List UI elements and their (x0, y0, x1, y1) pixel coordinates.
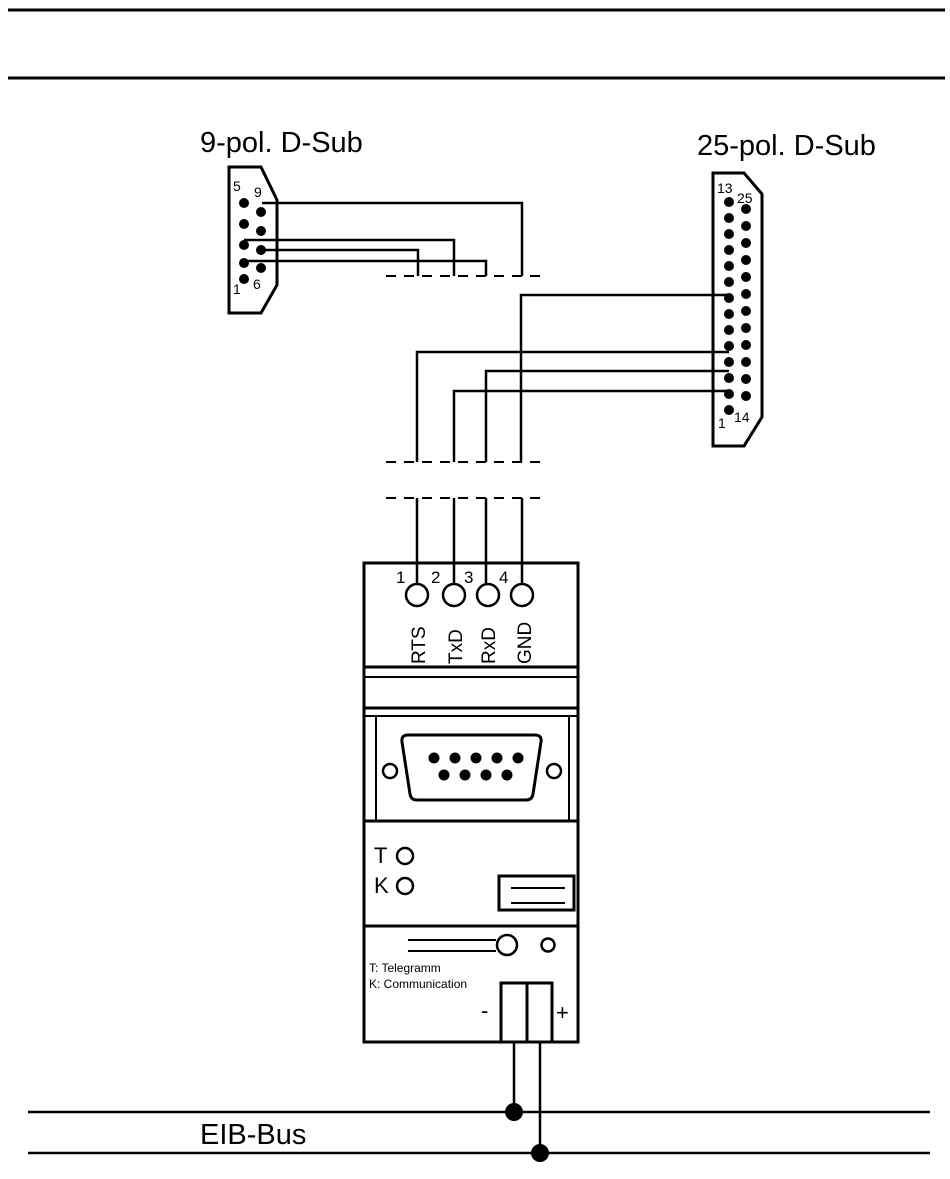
terminal-screw-2 (443, 584, 465, 606)
prog-led-icon (542, 939, 555, 952)
dsub9-pin-5: 5 (233, 178, 241, 194)
signal-rxd: RxD (479, 627, 500, 664)
dsub25-wires (417, 295, 729, 462)
legend-communication: K: Communication (369, 977, 467, 991)
dsub9-wires (244, 203, 522, 276)
bus-minus-label: - (481, 998, 488, 1023)
bus-plus-label: + (556, 1000, 569, 1025)
led-k-icon (397, 878, 413, 894)
terminal-number-4: 4 (499, 568, 508, 587)
dsub25-pin-25: 25 (737, 190, 753, 206)
bus-terminal (501, 983, 552, 1042)
dsub25-title: 25-pol. D-Sub (697, 130, 876, 162)
module-dsub9-socket (383, 735, 561, 800)
led-t-icon (397, 848, 413, 864)
dsub9-title: 9-pol. D-Sub (200, 127, 363, 159)
terminal-screws (406, 584, 533, 606)
led-t-label: T (374, 843, 387, 868)
bus-junction-upper (505, 1103, 523, 1121)
prog-key-icon (408, 935, 517, 955)
dsub25-pin-14: 14 (734, 409, 750, 425)
dsub9-pin-9: 9 (254, 184, 262, 200)
programming-button[interactable] (499, 876, 574, 910)
terminal-screw-3 (477, 584, 499, 606)
bus-junction-lower (531, 1144, 549, 1162)
dsub25-pin-13: 13 (717, 180, 733, 196)
terminal-number-2: 2 (431, 568, 440, 587)
signal-txd: TxD (446, 629, 467, 664)
dsub25-pin-1: 1 (718, 415, 726, 431)
terminal-number-1: 1 (396, 568, 405, 587)
led-k-label: K (374, 873, 389, 898)
terminal-number-3: 3 (464, 568, 473, 587)
terminal-screw-1 (406, 584, 428, 606)
dsub9-pin-1: 1 (233, 281, 241, 297)
bus-label: EIB-Bus (200, 1119, 306, 1151)
terminal-screw-4 (511, 584, 533, 606)
signal-rts: RTS (409, 626, 430, 664)
dsub25-connector: 13 25 1 14 (713, 173, 762, 446)
legend-telegramm: T: Telegramm (369, 961, 441, 975)
signal-gnd: GND (515, 622, 536, 664)
dsub9-pin-6: 6 (253, 276, 261, 292)
bus-wires (514, 1042, 540, 1153)
